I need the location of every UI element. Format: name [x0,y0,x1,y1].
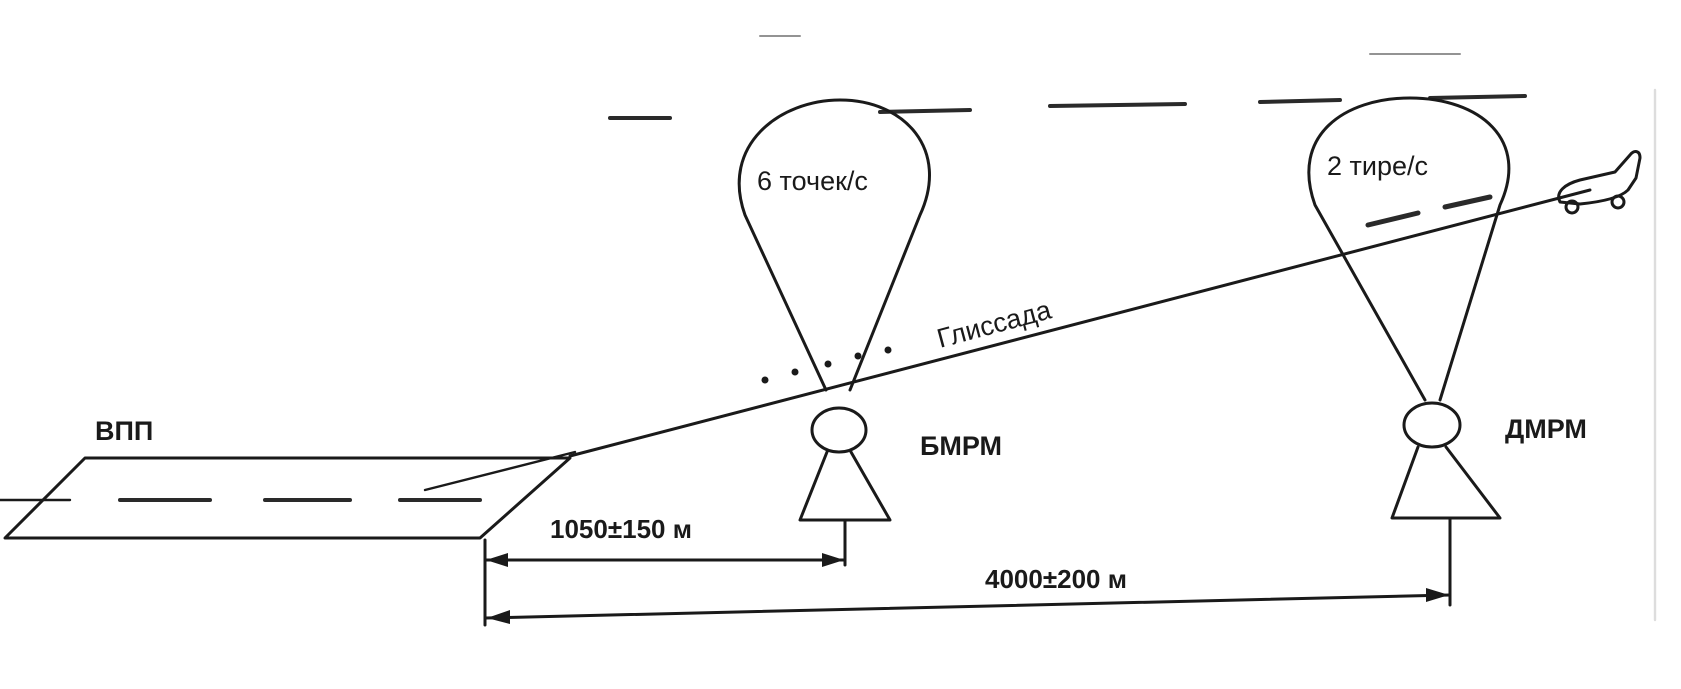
runway [0,456,572,540]
inner-distance-label: 1050±150 м [550,514,692,544]
glide-path [423,188,1592,492]
inner-marker-dots [761,346,892,384]
inner-marker-signal-label: 6 точек/с [757,166,868,196]
inner-distance-dimension [483,538,847,627]
inner-marker-label: БМРМ [920,431,1002,461]
aircraft-icon [1557,150,1642,215]
outer-marker-signal-label: 2 тире/с [1327,151,1428,181]
outer-marker-dashes [1365,194,1493,228]
outer-marker-label: ДМРМ [1505,414,1587,444]
inner-marker-beacon [737,98,931,567]
outer-distance-label: 4000±200 м [985,564,1127,594]
top-dashed-line [608,35,1527,120]
outer-distance-dimension [484,588,1452,624]
runway-label: ВПП [95,416,153,446]
outer-marker-beacon [1307,96,1511,607]
